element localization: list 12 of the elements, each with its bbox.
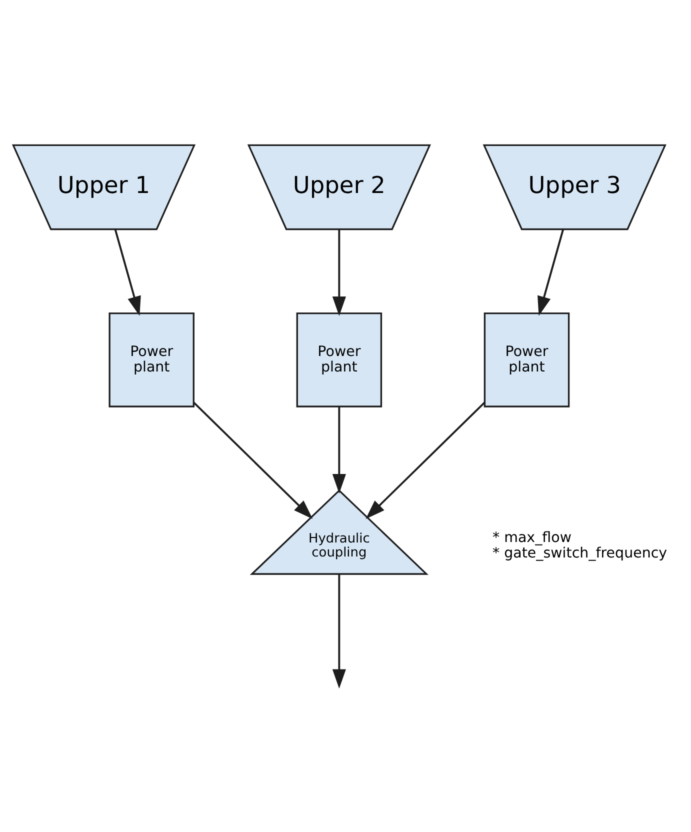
arrow [114, 229, 141, 316]
node-label: * gate_switch_frequency [492, 546, 668, 562]
arrow [538, 229, 564, 316]
node-box: Power plant [296, 312, 382, 408]
node-label: * max_flow [492, 530, 572, 546]
arrow [332, 406, 346, 494]
node-box: Power plant [484, 312, 570, 408]
arrow [332, 574, 346, 689]
arrow [332, 230, 346, 316]
arrow [193, 402, 313, 519]
arrow [366, 402, 486, 519]
node-box: Power plant [108, 312, 194, 408]
